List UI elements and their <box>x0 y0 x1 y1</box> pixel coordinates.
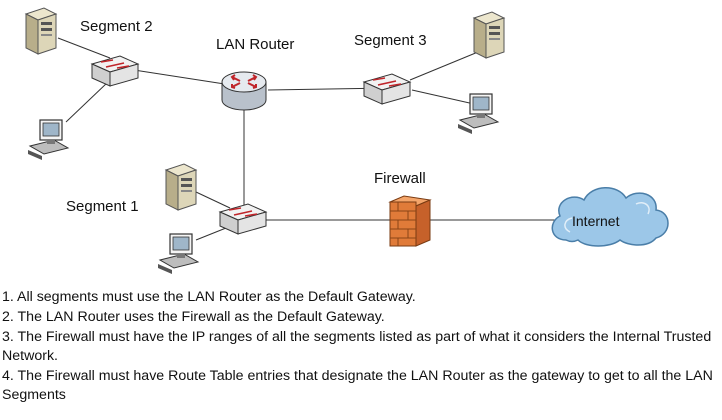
rule-3: 3. The Firewall must have the IP ranges … <box>2 329 712 364</box>
link-segment1-server <box>195 191 231 209</box>
rule-1: 1. All segments must use the LAN Router … <box>2 289 416 305</box>
switch-icon <box>219 203 267 235</box>
firewall-label: Firewall <box>374 170 426 187</box>
link-segment2-workstation <box>65 81 109 123</box>
rule-2: 2. The LAN Router uses the Firewall as t… <box>2 309 385 325</box>
internet-label: Internet <box>572 213 620 229</box>
segment3-label: Segment 3 <box>354 32 427 49</box>
link-segment3-server <box>409 51 479 81</box>
router-icon <box>221 71 267 111</box>
server-icon <box>473 11 505 59</box>
switch-icon <box>363 73 411 105</box>
link-segment1-workstation <box>195 227 227 241</box>
link-segment3-workstation <box>411 89 475 105</box>
workstation-icon <box>27 119 69 161</box>
firewall-icon <box>388 195 432 247</box>
cloud-icon <box>551 187 669 247</box>
server-icon <box>165 163 197 211</box>
link-segment2-server <box>57 37 111 59</box>
switch-icon <box>91 55 139 87</box>
segment1-label: Segment 1 <box>66 198 139 215</box>
rules-list: 1. All segments must use the LAN Router … <box>2 288 720 406</box>
rule-4: 4. The Firewall must have Route Table en… <box>2 368 713 403</box>
lan-router-label: LAN Router <box>216 36 295 53</box>
network-diagram <box>25 7 669 275</box>
workstation-icon <box>157 233 199 275</box>
server-icon <box>25 7 57 55</box>
segment2-label: Segment 2 <box>80 18 153 35</box>
workstation-icon <box>457 93 499 135</box>
